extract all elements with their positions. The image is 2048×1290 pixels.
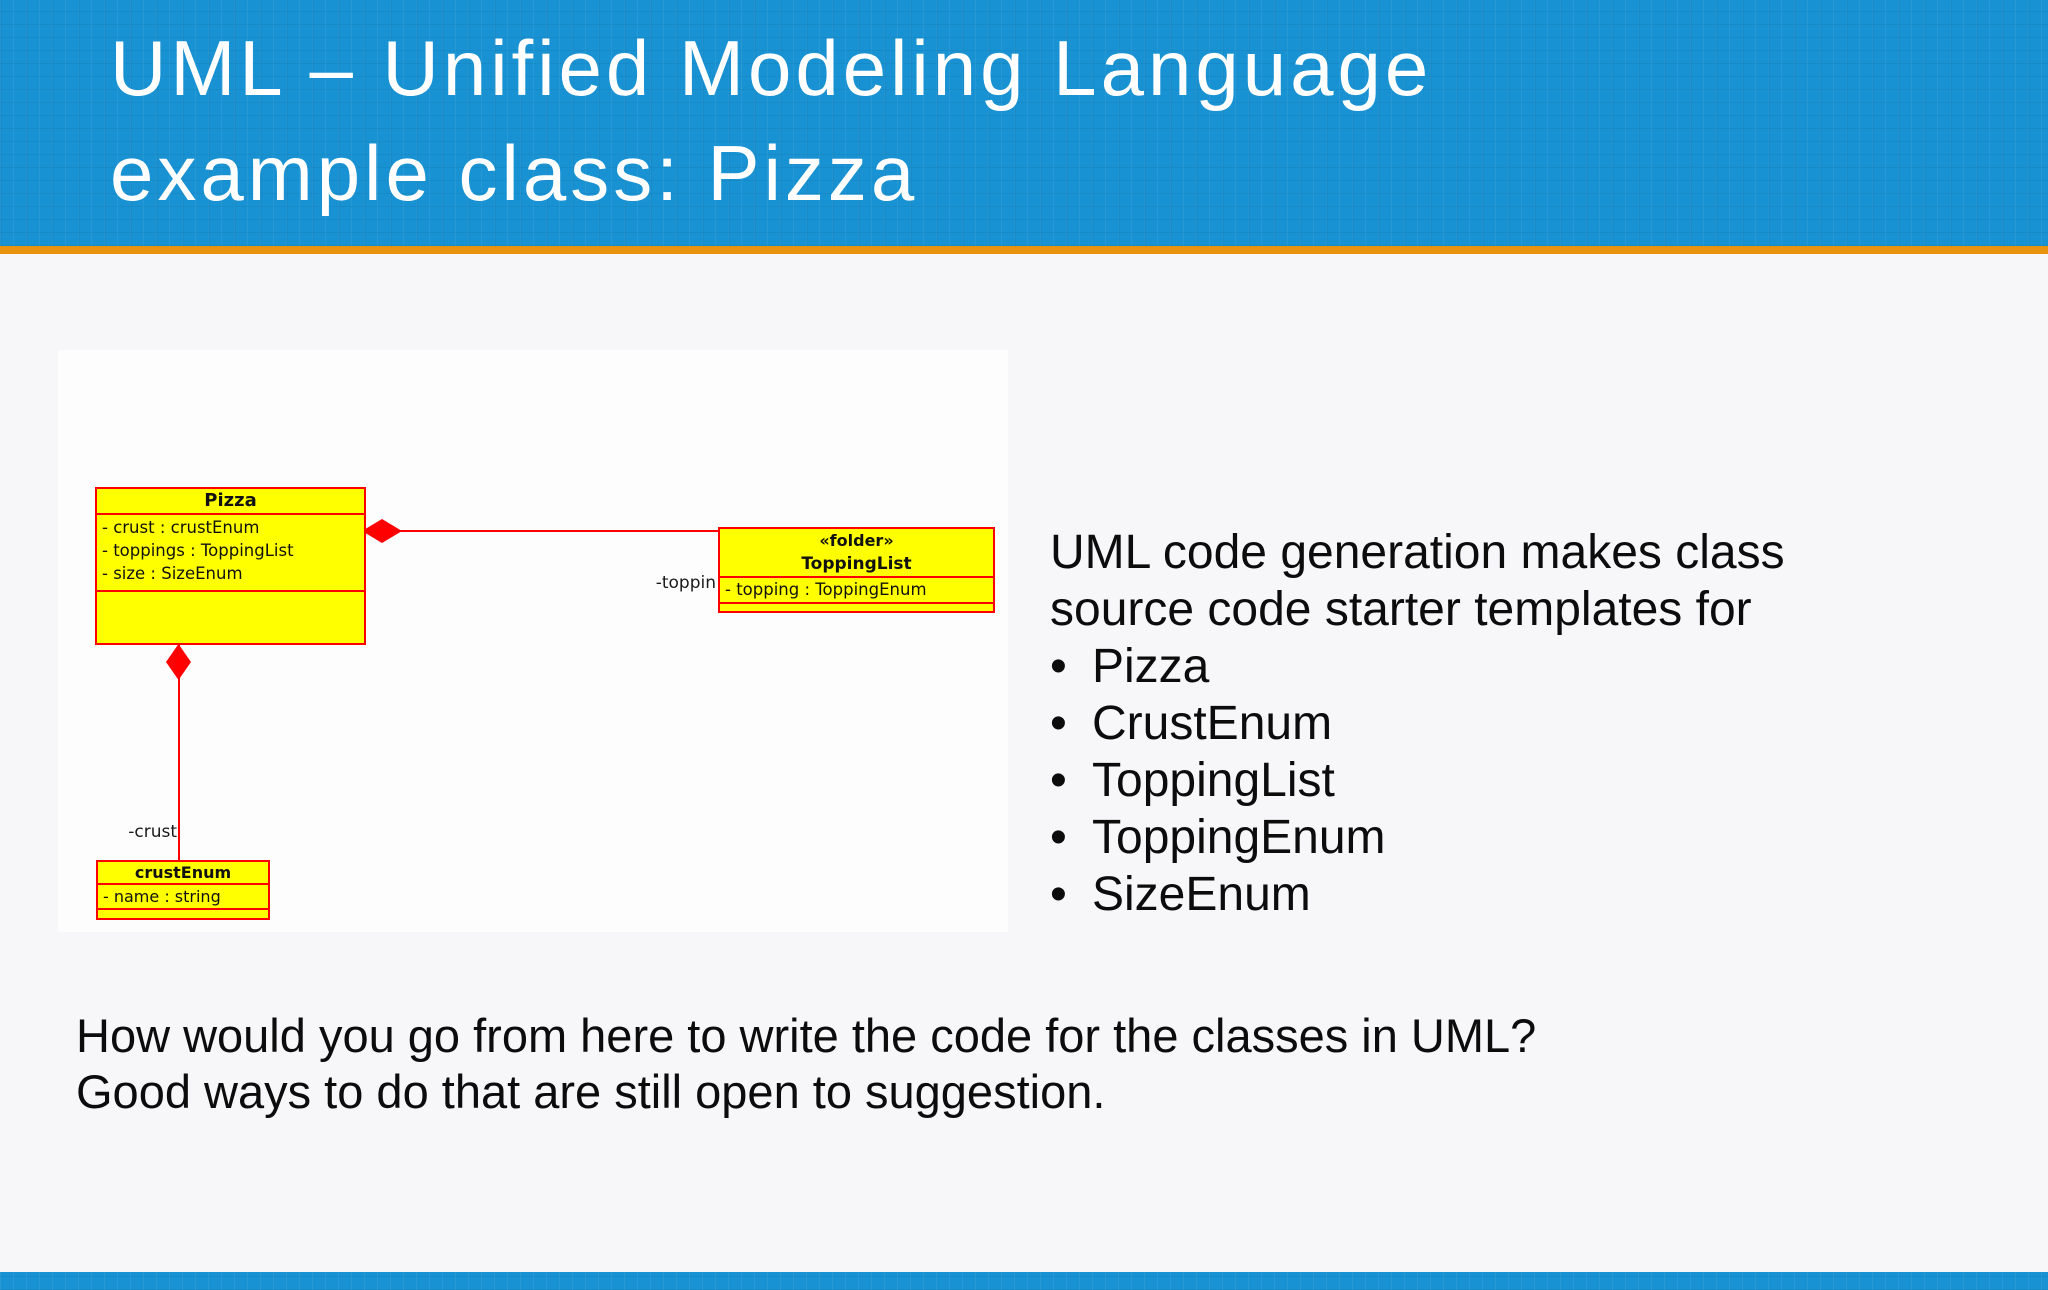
- class-attributes-toppinglist: - topping : ToppingEnum: [720, 576, 993, 602]
- list-item: • SizeEnum: [1050, 866, 1785, 923]
- attribute-toppings: - toppings : ToppingList: [102, 541, 294, 560]
- uml-diagram: -toppin -crust Pizza - crust : crustEnum…: [58, 350, 1008, 932]
- list-item: • ToppingList: [1050, 752, 1785, 809]
- list-item: • CrustEnum: [1050, 695, 1785, 752]
- list-item: • ToppingEnum: [1050, 809, 1785, 866]
- attribute-crust: - crust : crustEnum: [102, 518, 260, 537]
- class-title-pizza: Pizza: [204, 490, 257, 511]
- composition-line-toppings: [366, 530, 718, 532]
- page-title-line2: example class: Pizza: [110, 129, 919, 217]
- class-attributes-crustenum: - name : string: [98, 883, 268, 908]
- bullet-label-toppingenum: ToppingEnum: [1092, 811, 1386, 864]
- question-line1: How would you go from here to write the …: [76, 1009, 1537, 1062]
- body-intro-line2: source code starter templates for: [1050, 583, 1752, 636]
- class-operations-pizza: [97, 590, 364, 643]
- class-operations-crustenum: [98, 908, 268, 918]
- bullet-icon: •: [1050, 811, 1067, 864]
- body-text-block: UML code generation makes class source c…: [1050, 524, 1785, 923]
- composition-diamond-toppings: [362, 519, 402, 543]
- attribute-topping: - topping : ToppingEnum: [725, 580, 927, 599]
- class-box-toppinglist: «folder» ToppingList - topping : Topping…: [718, 527, 995, 613]
- body-intro-line1: UML code generation makes class: [1050, 526, 1785, 579]
- bullet-label-sizeenum: SizeEnum: [1092, 868, 1311, 921]
- bullet-label-toppinglist: ToppingList: [1092, 754, 1335, 807]
- class-operations-toppinglist: [720, 602, 993, 611]
- attribute-size: - size : SizeEnum: [102, 564, 243, 583]
- bullet-icon: •: [1050, 754, 1067, 807]
- page-title: UML – Unified Modeling Language example …: [110, 16, 1432, 226]
- footer-accent-bar: [0, 1272, 2048, 1290]
- class-box-crustenum: crustEnum - name : string: [96, 860, 270, 920]
- bullet-label-crustenum: CrustEnum: [1092, 697, 1333, 750]
- bullet-icon: •: [1050, 697, 1067, 750]
- bullet-label-pizza: Pizza: [1092, 640, 1210, 693]
- association-label-toppings: -toppin: [655, 573, 716, 593]
- class-stereotype-folder: «folder»: [819, 531, 894, 550]
- list-item: • Pizza: [1050, 638, 1785, 695]
- composition-line-crust: [178, 645, 180, 860]
- class-attributes-pizza: - crust : crustEnum - toppings : Topping…: [97, 513, 364, 590]
- bullet-icon: •: [1050, 640, 1067, 693]
- question-line2: Good ways to do that are still open to s…: [76, 1065, 1106, 1118]
- association-label-crust: -crust: [128, 822, 177, 842]
- class-title-toppinglist: ToppingList: [801, 554, 912, 574]
- page-title-line1: UML – Unified Modeling Language: [110, 24, 1433, 112]
- class-title-crustenum: crustEnum: [134, 863, 232, 882]
- header-banner: UML – Unified Modeling Language example …: [0, 0, 2048, 246]
- class-box-pizza: Pizza - crust : crustEnum - toppings : T…: [95, 487, 366, 645]
- bullet-icon: •: [1050, 868, 1067, 921]
- attribute-name: - name : string: [103, 887, 221, 906]
- header-accent-divider: [0, 246, 2048, 254]
- composition-diamond-crust: [166, 644, 191, 680]
- question-text-block: How would you go from here to write the …: [76, 1008, 1536, 1120]
